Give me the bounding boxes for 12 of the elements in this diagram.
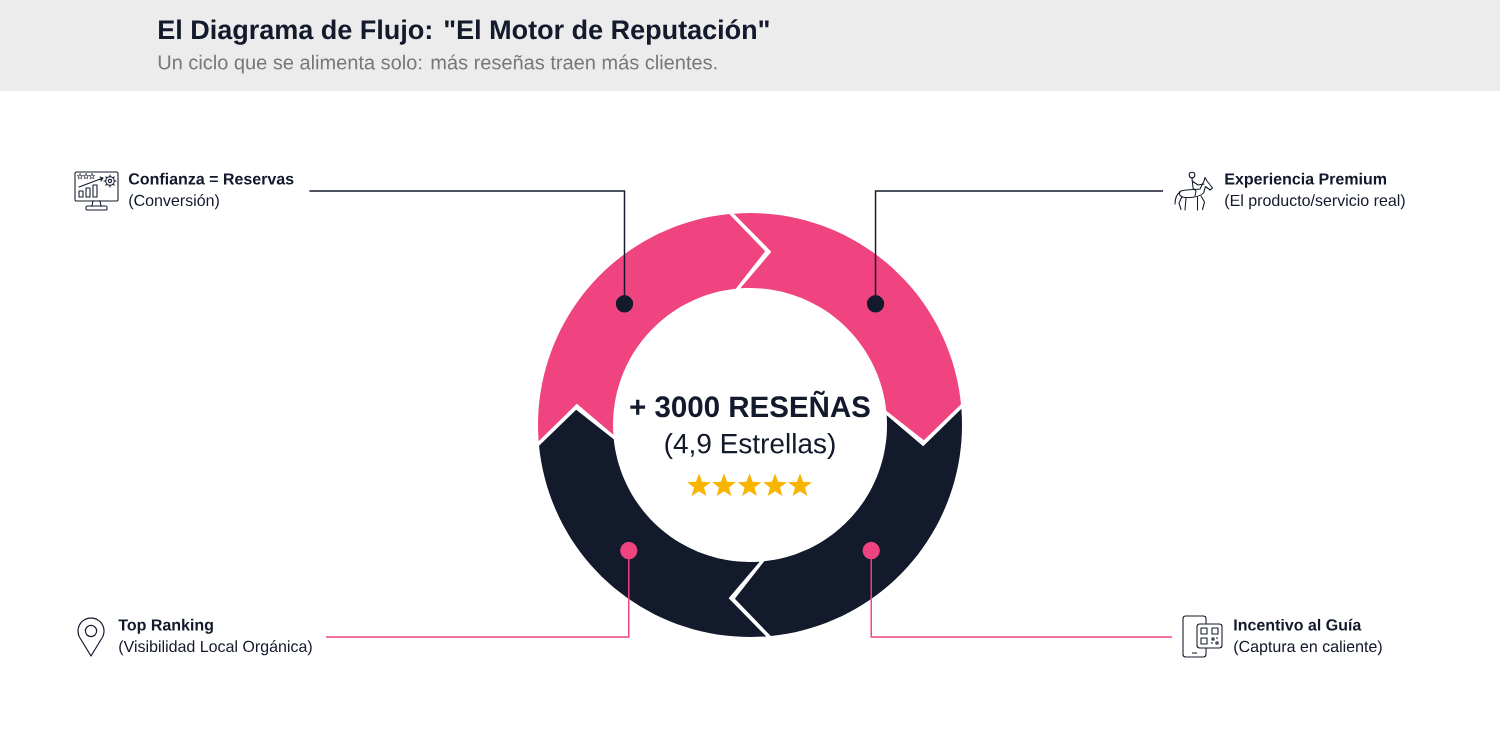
leader-line xyxy=(308,190,634,313)
center-heading: + 3000 RESEÑAS xyxy=(630,390,870,418)
leader-line xyxy=(866,190,1164,313)
leader-line xyxy=(325,541,638,638)
center-subheading: (4,9 Estrellas) xyxy=(665,432,835,460)
callout-label: Experiencia Premium (El producto/servicio real) xyxy=(1225,172,1405,210)
subtitle: Un ciclo que se alimenta solo: más reseñas traen más clientes. xyxy=(158,54,717,74)
callout-label: Top Ranking (Visibilidad Local Orgánica) xyxy=(118,618,312,656)
callout-label: Confianza = Reservas (Conversión) xyxy=(128,172,294,210)
leader-line xyxy=(862,541,1173,638)
title: El Diagrama de Flujo: "El Motor de Reputación" xyxy=(159,19,769,45)
callout-label: Incentivo al Guía (Captura en caliente) xyxy=(1234,618,1382,656)
